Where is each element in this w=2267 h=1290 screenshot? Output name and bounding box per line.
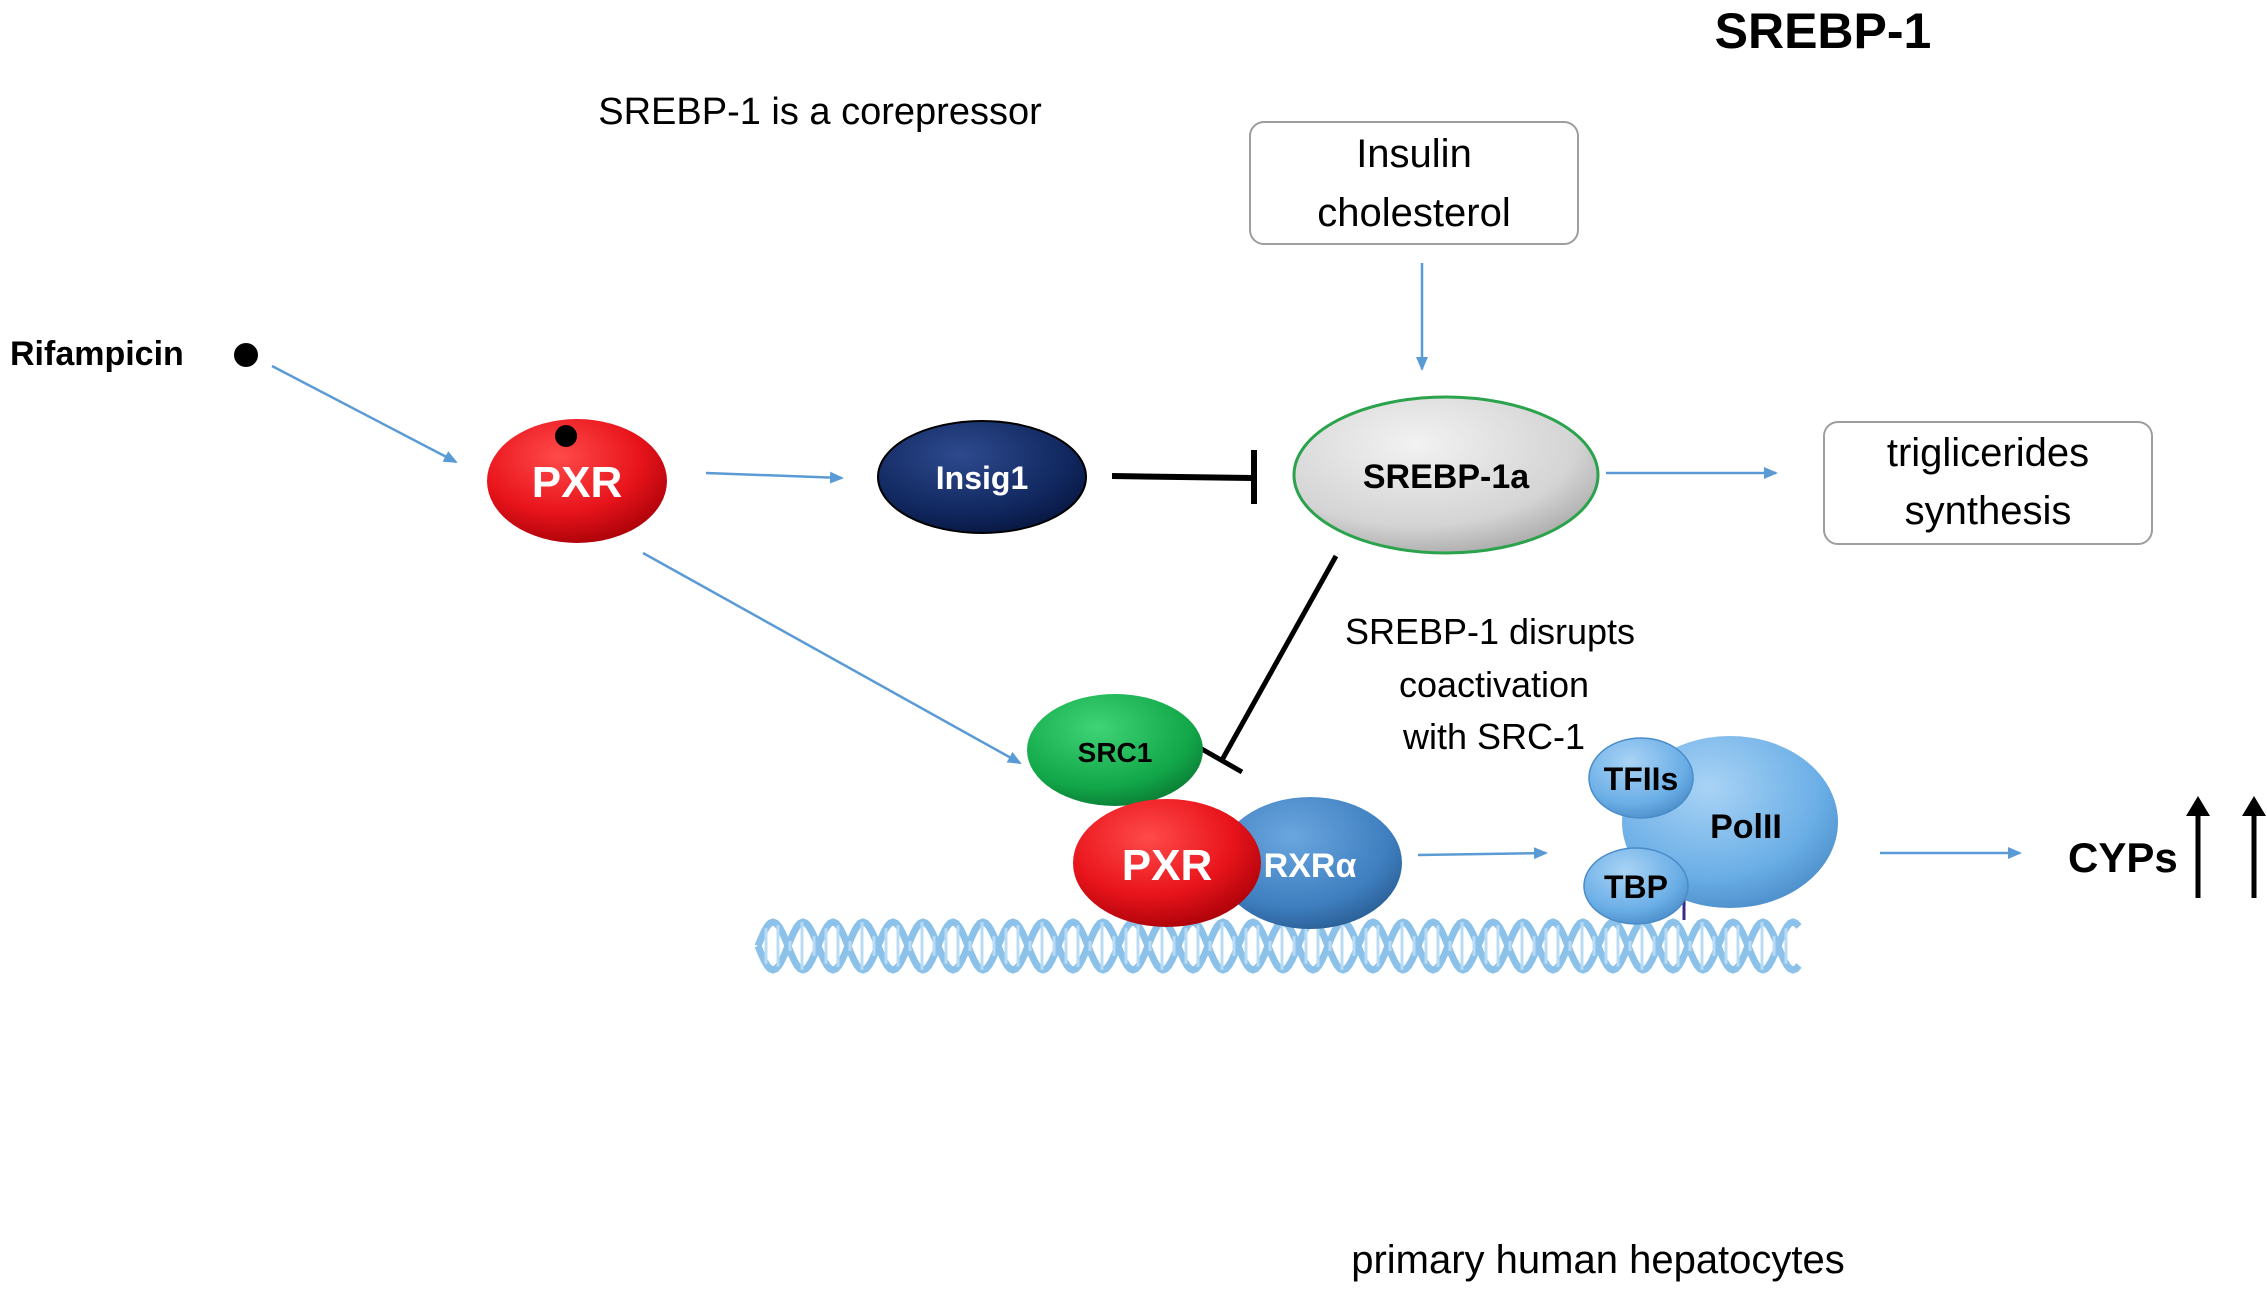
signal-box — [1249, 121, 1579, 245]
triglicerides-line1: triglicerides — [1887, 431, 2089, 475]
rifampicin-dot — [234, 343, 258, 367]
rifampicin-label: Rifampicin — [10, 335, 184, 373]
arrow-pxr-to-src1 — [642, 551, 1022, 765]
pxr-bottom-node — [1073, 799, 1261, 927]
src1-label: SRC1 — [1078, 737, 1153, 768]
triglicerides-line2: synthesis — [1905, 489, 2072, 533]
disrupt-note-line2: coactivation — [1399, 664, 1589, 705]
tfiis-node — [1588, 737, 1694, 819]
insig1-node — [877, 420, 1087, 534]
disrupt-note-line3: with SRC-1 — [1402, 716, 1585, 757]
inhibition-bar-srebp-src1 — [1198, 745, 1244, 775]
pxr-ligand-dot — [555, 425, 577, 447]
srebp1a-node — [1292, 395, 1600, 555]
rxra-node — [1218, 797, 1402, 929]
insig1-label: Insig1 — [936, 460, 1028, 496]
inhibition-insig1-srebp — [1111, 473, 1253, 481]
arrow-complex-to-polii — [1417, 847, 1548, 860]
corepressor-note: SREBP-1 is a corepressor — [598, 91, 1042, 133]
pxr-top-label: PXR — [532, 458, 622, 507]
polii-label: PolII — [1710, 808, 1782, 846]
dna-strand — [754, 918, 1802, 974]
signal-line2: cholesterol — [1317, 191, 1510, 235]
arrow-rifampicin-to-pxr — [271, 364, 458, 464]
tbp-label: TBP — [1604, 869, 1668, 905]
srebp1a-label: SREBP-1a — [1363, 458, 1530, 496]
arrow-pxr-to-insig1 — [705, 471, 844, 484]
cyps-up-arrow-1-head — [2186, 796, 2210, 816]
inhibition-srebp-src1 — [1219, 554, 1339, 762]
signal-line1: Insulin — [1356, 132, 1472, 176]
footer-caption: primary human hepatocytes — [1351, 1238, 1845, 1282]
tfiis-label: TFIIs — [1604, 761, 1679, 797]
triglicerides-box — [1823, 421, 2153, 545]
pxr-top-node — [487, 419, 667, 543]
dna-helix — [754, 918, 1802, 974]
diagram-title: SREBP-1 — [1715, 3, 1932, 59]
rxra-label: RXRα — [1264, 847, 1357, 885]
src1-node — [1027, 694, 1203, 806]
tbp-node — [1583, 847, 1689, 925]
cyps-up-arrow-2-head — [2242, 796, 2266, 816]
pxr-bottom-label: PXR — [1122, 841, 1212, 890]
disrupt-note-line1: SREBP-1 disrupts — [1345, 611, 1635, 652]
cyps-label: CYPs — [2068, 834, 2178, 881]
